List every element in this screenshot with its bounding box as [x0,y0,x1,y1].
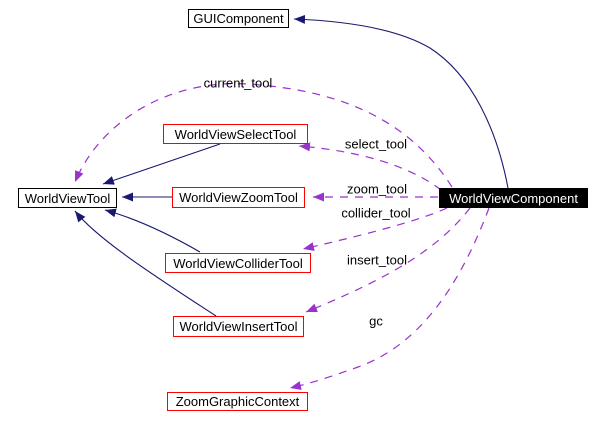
edge-label-collider-tool: collider_tool [341,205,411,221]
node-worldviewselecttool[interactable]: WorldViewSelectTool [163,124,308,144]
node-zoomgraphiccontext[interactable]: ZoomGraphicContext [167,392,308,411]
edge-inheritance-component-to-guicomponent [293,14,509,189]
node-worldviewcomponent-focus: WorldViewComponent [439,188,588,208]
edge-usage-select-tool [298,142,442,191]
edge-label-gc: gc [369,313,383,329]
edge-usage-gc [289,207,490,390]
edge-inheritance-selecttool-to-worldviewtool [102,143,221,185]
node-worldviewzoomtool[interactable]: WorldViewZoomTool [172,187,305,208]
edge-inheritance-inserttool-to-worldviewtool [74,210,217,317]
edge-label-select-tool: select_tool [344,136,408,152]
node-worldviewtool[interactable]: WorldViewTool [18,188,117,208]
node-worldviewinserttool[interactable]: WorldViewInsertTool [173,316,304,337]
edge-label-insert-tool: insert_tool [347,252,407,268]
node-guicomponent[interactable]: GUIComponent [188,9,289,28]
edge-label-current-tool: current_tool [203,75,273,91]
edge-usage-insert-tool [305,207,471,313]
edge-label-zoom-tool: zoom_tool [347,181,407,197]
node-worldviewcollidertool[interactable]: WorldViewColliderTool [165,253,311,273]
edge-usage-collider-tool [302,207,448,251]
edge-inheritance-collidertool-to-worldviewtool [104,208,201,253]
